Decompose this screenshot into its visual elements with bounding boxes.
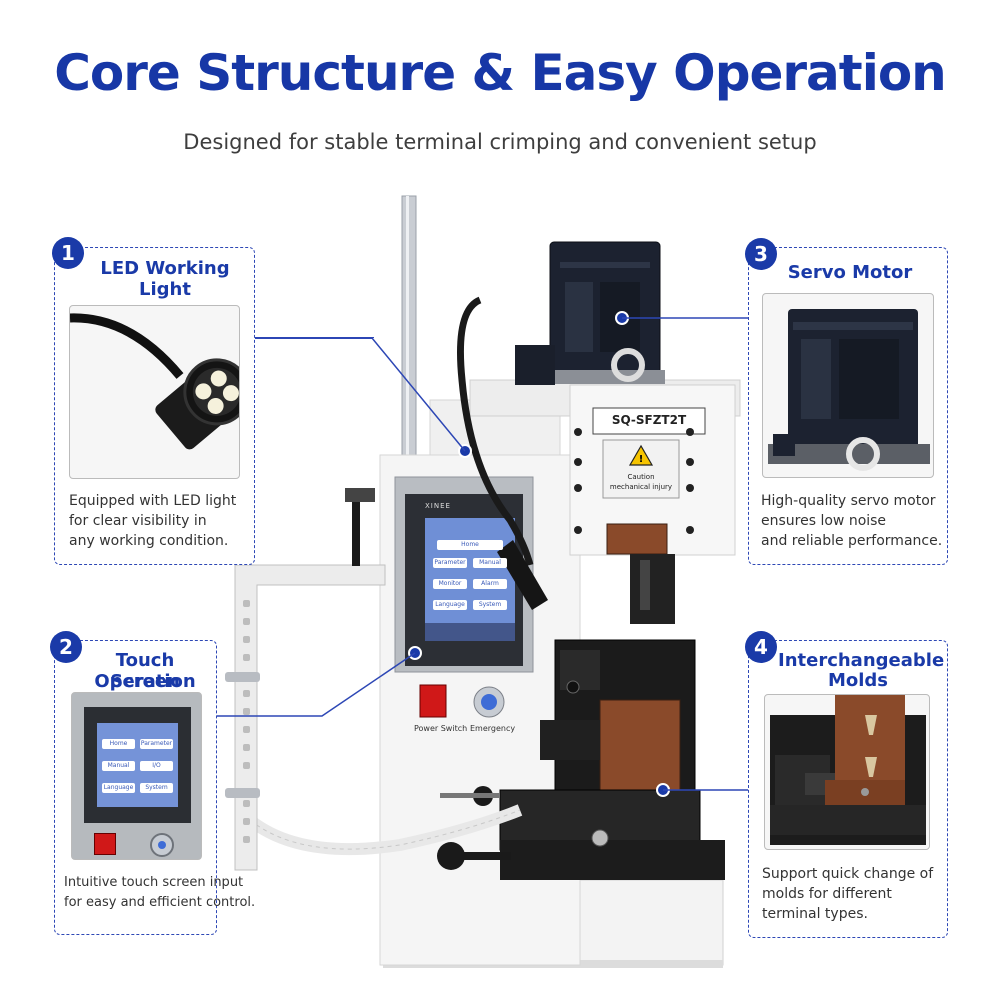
callout-title-2b: Operation (94, 671, 196, 692)
callout-number-3: 3 (745, 238, 777, 270)
callout-title-2a: Touch Screen (110, 650, 180, 692)
power-switch-label: Power Switch (414, 724, 468, 733)
callout-desc-1c: any working condition. (69, 533, 229, 549)
callout-desc-4b: molds for different (762, 886, 892, 902)
callout-desc-2b: for easy and efficient control. (64, 895, 256, 910)
inset-button-manual: Manual (102, 761, 135, 771)
inset-emergency-icon (150, 833, 174, 857)
mold-icon (770, 695, 926, 845)
callout-desc-3b: ensures low noise (761, 513, 887, 529)
warning-text-1: Caution (627, 473, 655, 481)
screen-button-monitor[interactable]: Monitor (433, 579, 467, 589)
inset-power-switch-icon (94, 833, 116, 855)
svg-text:!: ! (639, 454, 644, 465)
led-lamp-photo (69, 305, 240, 479)
screen-button-home[interactable]: Home (437, 540, 503, 550)
callout-title-3: Servo Motor (787, 262, 913, 283)
callout-title-4b: Molds (827, 670, 889, 691)
inset-button-language: Language (102, 783, 135, 793)
callout-number-4: 4 (745, 631, 777, 663)
inset-button-system: System (140, 783, 173, 793)
leader-line-1a (255, 337, 373, 339)
callout-number-2: 2 (50, 631, 82, 663)
page-subtitle: Designed for stable terminal crimping an… (183, 130, 817, 154)
servo-motor-icon (768, 309, 930, 471)
inset-button-parameter: Parameter (140, 739, 173, 749)
callout-title-4a: Interchangeable (778, 650, 945, 671)
screen-button-manual[interactable]: Manual (473, 558, 507, 568)
emergency-stop-button[interactable] (474, 687, 504, 717)
screen-button-parameter[interactable]: Parameter (433, 558, 467, 568)
callout-desc-4c: terminal types. (762, 906, 868, 922)
touch-screen-photo: Home Parameter Manual I/O Language Syste… (71, 692, 202, 860)
screen-button-alarm[interactable]: Alarm (473, 579, 507, 589)
led-lamp-icon (70, 313, 239, 450)
callout-desc-1b: for clear visibility in (69, 513, 207, 529)
servo-motor-photo (762, 293, 934, 478)
callout-desc-3c: and reliable performance. (761, 533, 943, 549)
emergency-label: Emergency (470, 724, 516, 733)
callout-desc-2a: Intuitive touch screen input (64, 875, 244, 890)
model-label: SQ-SFZT2T (611, 413, 687, 427)
brand-label: XINEE (425, 502, 451, 510)
power-switch[interactable] (420, 685, 446, 717)
screen-button-language[interactable]: Language (433, 600, 467, 610)
page-title: Core Structure & Easy Operation (54, 44, 947, 102)
machine-touch-screen[interactable]: Home Parameter Manual Monitor Alarm Lang… (425, 518, 515, 623)
warning-text-2: mechanical injury (609, 483, 673, 491)
inset-button-home: Home (102, 739, 135, 749)
callout-number-1: 1 (52, 237, 84, 269)
callout-title-1a: LED Working (100, 258, 230, 279)
inset-screen-display: Home Parameter Manual I/O Language Syste… (97, 723, 178, 807)
callout-desc-3a: High-quality servo motor (761, 493, 936, 509)
molds-photo (764, 694, 930, 850)
callout-desc-4a: Support quick change of (762, 866, 934, 882)
callout-title-1b: Light (139, 279, 191, 300)
leader-line-1b (372, 337, 374, 338)
inset-button-io: I/O (140, 761, 173, 771)
callout-desc-1a: Equipped with LED light (69, 493, 237, 509)
screen-button-system[interactable]: System (473, 600, 507, 610)
